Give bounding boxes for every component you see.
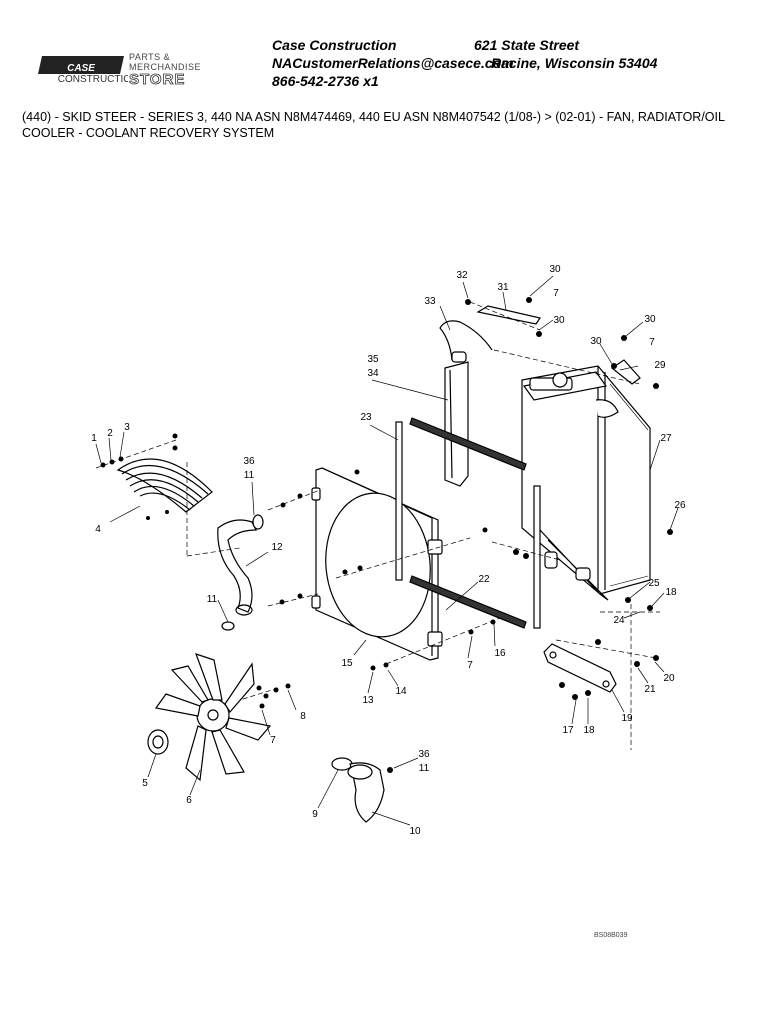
callout-16: 16 (494, 648, 506, 659)
callout-10: 10 (409, 826, 421, 837)
callout-17: 17 (562, 725, 574, 736)
callout-22: 22 (478, 574, 490, 585)
callout-11: 11 (244, 470, 255, 481)
callout-21: 21 (644, 684, 656, 695)
callout-11: 11 (419, 763, 430, 774)
svg-text:CONSTRUCTION: CONSTRUCTION (58, 74, 128, 84)
callout-5: 5 (142, 778, 148, 789)
fan-shroud-drawing (311, 467, 443, 661)
callout-30: 30 (549, 264, 561, 275)
contact-email[interactable]: NACustomerRelations@casece.com (272, 55, 514, 71)
callout-24: 24 (613, 615, 625, 626)
case-logo: CASE CONSTRUCTION (38, 56, 128, 84)
callout-31: 31 (497, 282, 509, 293)
callout-30: 30 (553, 315, 565, 326)
callout-27: 27 (660, 433, 672, 444)
store-logo: PARTS & MERCHANDISE STORE (129, 52, 239, 88)
street-address: 621 State Street (474, 37, 580, 53)
callout-33: 33 (424, 296, 436, 307)
callout-8: 8 (300, 711, 306, 722)
callout-7: 7 (467, 660, 473, 671)
callout-6: 6 (186, 795, 192, 806)
callout-14: 14 (395, 686, 407, 697)
callout-30: 30 (644, 314, 656, 325)
callout-9: 9 (312, 809, 318, 820)
callout-25: 25 (648, 578, 660, 589)
callout-30: 30 (590, 336, 602, 347)
callout-7: 7 (270, 735, 276, 746)
callout-2: 2 (107, 428, 113, 439)
callout-18: 18 (665, 587, 677, 598)
callout-34: 34 (367, 368, 379, 379)
fan-drawing (154, 653, 272, 782)
callout-29: 29 (654, 360, 666, 371)
fan-guard-drawing (116, 458, 213, 513)
company-name: Case Construction (272, 37, 397, 53)
callout-20: 20 (663, 673, 675, 684)
callout-36: 36 (243, 456, 255, 467)
diagram-code: BS08B039 (594, 932, 628, 939)
page-title: (440) - SKID STEER - SERIES 3, 440 NA AS… (22, 110, 725, 140)
callout-12: 12 (271, 542, 283, 553)
callout-32: 32 (456, 270, 468, 281)
callout-35: 35 (367, 354, 379, 365)
store-logo-top: PARTS & MERCHANDISE (129, 52, 202, 72)
callout-labels: 32 30 31 7 33 30 30 30 7 35 34 29 23 27 … (91, 264, 686, 837)
coolant-bottle-drawing (439, 320, 493, 487)
radiator-drawing (521, 365, 651, 601)
callout-4: 4 (95, 524, 101, 535)
callout-19: 19 (621, 713, 633, 724)
city-state: Racine, Wisconsin 53404 (491, 55, 658, 71)
store-logo-text: STORE (129, 71, 186, 88)
phone-number: 866-542-2736 x1 (272, 73, 379, 89)
callout-11: 11 (207, 594, 218, 605)
callout-3: 3 (124, 422, 130, 433)
callout-15: 15 (341, 658, 353, 669)
callout-36: 36 (418, 749, 430, 760)
callout-7: 7 (553, 288, 559, 299)
callout-18: 18 (583, 725, 595, 736)
callout-1: 1 (91, 433, 97, 444)
svg-text:CASE: CASE (67, 63, 95, 74)
callout-23: 23 (360, 412, 372, 423)
callout-26: 26 (674, 500, 686, 511)
callout-7: 7 (649, 337, 655, 348)
callout-13: 13 (362, 695, 374, 706)
